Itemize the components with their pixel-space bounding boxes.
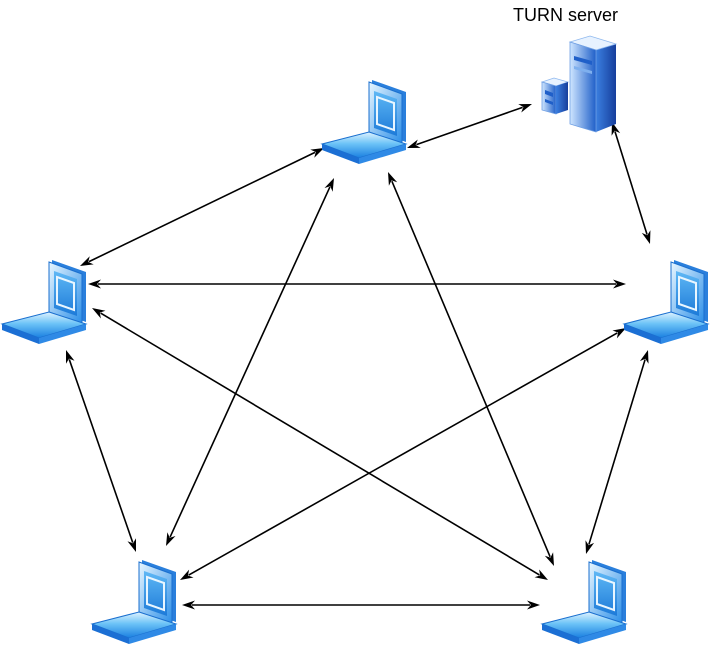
arrowhead bbox=[544, 552, 554, 566]
connection-laptop-left-to-laptop-bottom-right bbox=[92, 308, 548, 580]
arrowhead bbox=[88, 279, 101, 289]
connection-line bbox=[68, 359, 134, 543]
connection-lines bbox=[66, 104, 651, 610]
connection-laptop-bottom-left-to-laptop-bottom-right bbox=[182, 600, 540, 610]
laptop-top-laptop-icon bbox=[321, 79, 407, 165]
arrowhead bbox=[611, 122, 621, 136]
arrowhead bbox=[92, 308, 106, 319]
arrowhead bbox=[127, 538, 136, 552]
arrowhead bbox=[639, 350, 649, 364]
arrowhead bbox=[527, 600, 540, 610]
arrowhead bbox=[613, 279, 626, 289]
arrowhead bbox=[80, 256, 94, 266]
arrowhead bbox=[166, 532, 176, 546]
connection-line bbox=[416, 106, 523, 146]
connection-line bbox=[391, 180, 551, 558]
connection-laptop-top-to-laptop-bottom-left bbox=[166, 178, 334, 546]
turn-server-label: TURN server bbox=[513, 5, 619, 25]
laptop-left-laptop-icon bbox=[1, 259, 87, 345]
connection-line bbox=[88, 151, 316, 263]
connection-laptop-top-to-laptop-left bbox=[80, 148, 324, 266]
connection-line bbox=[188, 332, 618, 576]
arrowhead bbox=[180, 569, 194, 580]
arrowhead bbox=[534, 569, 548, 580]
connection-line bbox=[169, 186, 331, 538]
arrowhead bbox=[310, 148, 324, 158]
arrowhead bbox=[407, 139, 421, 148]
connection-laptop-left-to-laptop-right bbox=[88, 279, 626, 289]
connection-laptop-top-to-laptop-bottom-right bbox=[388, 172, 554, 566]
arrowhead bbox=[388, 172, 398, 186]
server-tower-icon bbox=[541, 35, 617, 133]
connection-line bbox=[100, 312, 540, 576]
arrowhead bbox=[518, 104, 532, 113]
laptop-right-laptop-icon bbox=[623, 259, 709, 345]
connection-laptop-right-to-laptop-bottom-left bbox=[180, 328, 626, 580]
connection-line bbox=[588, 359, 646, 545]
connection-laptop-left-to-laptop-bottom-left bbox=[66, 350, 136, 552]
arrowhead bbox=[66, 350, 75, 364]
arrowhead bbox=[182, 600, 195, 610]
laptop-bottom-left-laptop-icon bbox=[91, 559, 177, 645]
arrowhead bbox=[641, 230, 651, 244]
laptop-bottom-right-laptop-icon bbox=[541, 559, 627, 645]
arrowhead bbox=[324, 178, 334, 192]
network-nodes bbox=[1, 79, 709, 645]
connection-laptop-top-to-server bbox=[407, 104, 532, 148]
arrowhead bbox=[612, 328, 626, 339]
connection-laptop-right-to-laptop-bottom-right bbox=[585, 350, 649, 554]
arrowhead bbox=[585, 540, 595, 554]
connection-line bbox=[614, 131, 648, 235]
connection-server-to-laptop-right bbox=[611, 122, 651, 244]
